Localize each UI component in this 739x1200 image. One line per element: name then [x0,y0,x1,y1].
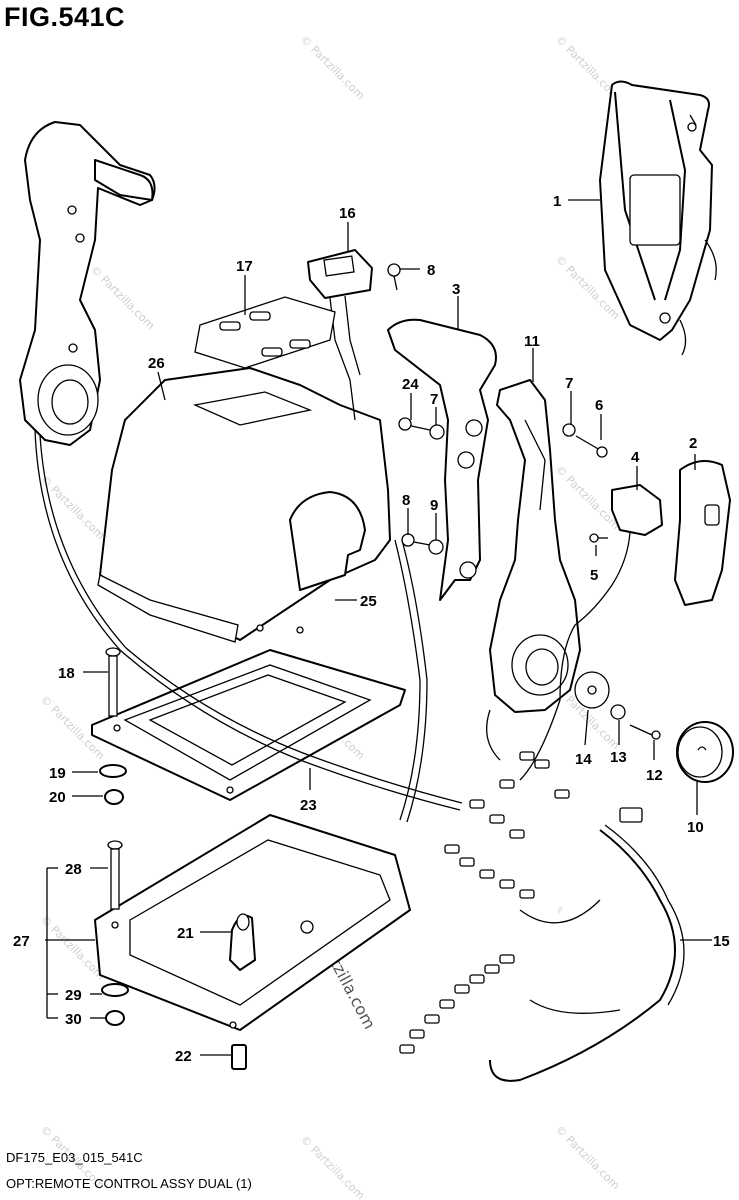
callout-3: 3 [452,281,460,298]
callout-24: 24 [402,376,419,393]
callout-28: 28 [65,861,82,878]
watermark: © Partzilla.com [88,263,157,332]
lever-grip [674,460,731,606]
callout-26: 26 [148,355,165,372]
watermark: © Partzilla.com [38,473,107,542]
wiring-harness [34,429,685,1082]
callout-8a: 8 [427,262,435,279]
watermark: © Partzilla.com [298,1133,367,1200]
callout-18: 18 [58,665,75,682]
trim-switch [574,484,663,626]
callout-12: 12 [646,767,663,784]
clip [231,1044,247,1070]
callout-labels: 1 2 3 4 5 6 7 7 8 8 9 10 11 12 13 14 15 … [13,193,730,1065]
callout-19: 19 [49,765,66,782]
callout-5: 5 [590,567,598,584]
callout-27: 27 [13,933,30,950]
callout-6: 6 [595,397,603,414]
callout-2: 2 [689,435,697,452]
callout-23: 23 [300,797,317,814]
callout-14: 14 [575,751,592,768]
hole-cap [676,721,734,783]
watermark: © Partzilla.com [298,33,367,102]
figure-title: FIG.541C [4,2,126,32]
callout-1: 1 [553,193,561,210]
callout-30: 30 [65,1011,82,1028]
callout-13: 13 [610,749,627,766]
control-lever-arm [489,379,581,713]
callout-20: 20 [49,789,66,806]
bolt-washer-nut-upper [99,647,127,805]
control-box-cover [97,367,391,643]
switch-plate [194,296,336,369]
callout-7b: 7 [430,391,438,408]
gasket [91,649,406,801]
callout-22: 22 [175,1048,192,1065]
fasteners [387,263,661,740]
diagram-code: DF175_E03_015_541C [6,1150,143,1165]
connectors [399,751,643,1054]
callout-21: 21 [177,925,194,942]
callout-4: 4 [631,449,640,466]
callout-17: 17 [236,258,253,275]
callout-8b: 8 [402,492,410,509]
control-lever-left [19,121,156,446]
grommet [229,913,256,971]
callout-10: 10 [687,819,704,836]
watermark: © Partzilla.com [553,1123,622,1192]
remote-control-assembly [599,80,717,356]
callout-9: 9 [430,497,438,514]
leader-lines [45,199,712,1056]
lever-cover [387,318,497,601]
callout-25: 25 [360,593,377,610]
callout-11: 11 [524,333,540,350]
callout-29: 29 [65,987,82,1004]
callout-7a: 7 [565,375,573,392]
callout-15: 15 [713,933,730,950]
callout-16: 16 [339,205,356,222]
diagram-caption: OPT:REMOTE CONTROL ASSY DUAL (1) [6,1176,252,1191]
